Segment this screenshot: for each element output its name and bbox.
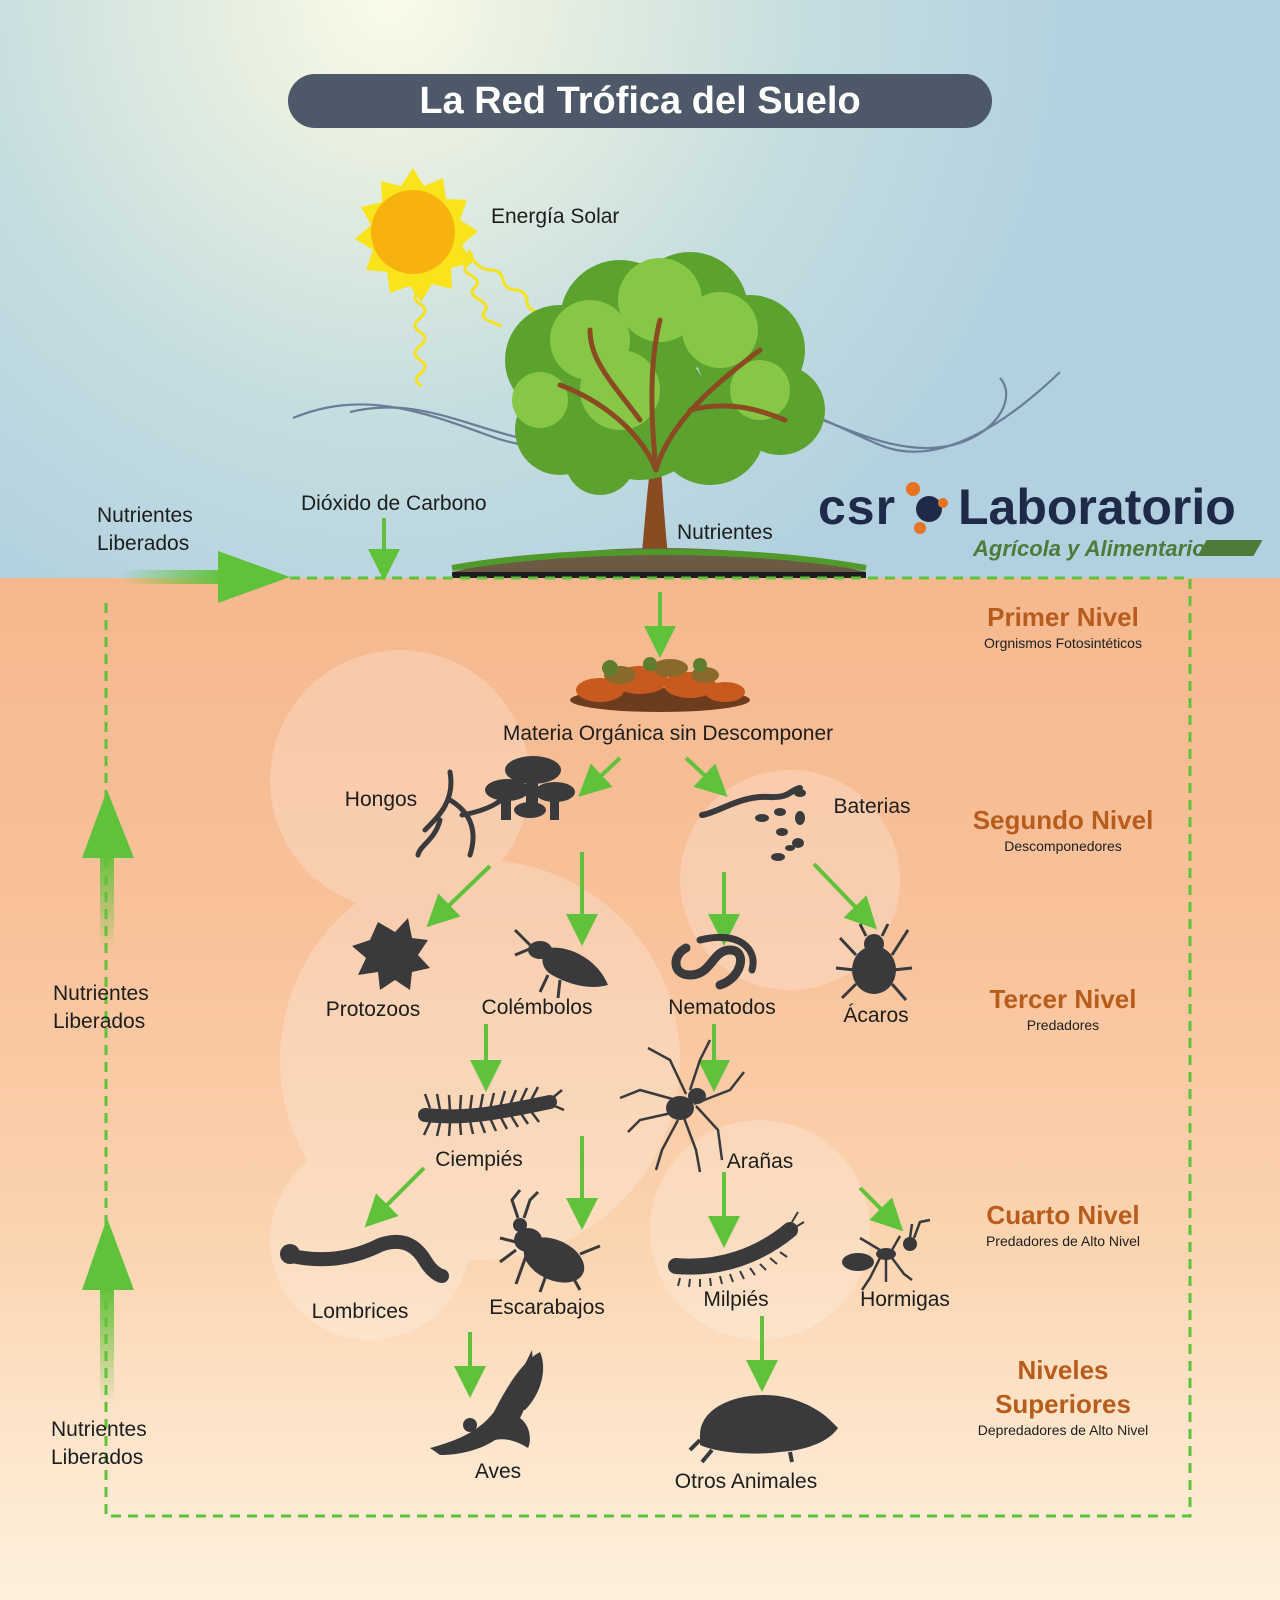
tree-icon [451, 252, 867, 578]
solar-energy-label: Energía Solar [491, 205, 620, 228]
nematode-icon [671, 933, 757, 990]
logo-dot [938, 498, 948, 508]
page-title: La Red Trófica del Suelo [288, 74, 992, 128]
released-nutrients-top: Nutrientes Liberados [97, 502, 193, 558]
spider-icon [619, 1039, 745, 1173]
level-5: Niveles Superiores Depredadores de Alto … [978, 1353, 1148, 1439]
protozoa-label: Protozoos [325, 998, 421, 1021]
bird-icon [430, 1350, 544, 1455]
logo-dot [906, 482, 920, 496]
carbon-dioxide-label: Dióxido de Carbono [301, 492, 487, 515]
beetles-label: Escarabajos [489, 1296, 605, 1319]
level-title: Primer Nivel [987, 602, 1139, 632]
background-circles [270, 650, 900, 1340]
released-nutrients-line2: Liberados [97, 532, 190, 555]
logo-bar [1197, 540, 1263, 556]
centipedes-label: Ciempiés [435, 1148, 523, 1171]
level-3: Tercer Nivel Predadores [990, 982, 1137, 1034]
fungi-icon [415, 756, 575, 858]
logo-tagline: Agrícola y Alimentario [973, 536, 1206, 561]
spiders-label: Arañas [726, 1150, 794, 1173]
released-nutrients-bottom: Nutrientes Liberados [51, 1416, 147, 1472]
level-title-line1: Niveles [1017, 1355, 1109, 1385]
flow-arrows [364, 518, 904, 1398]
level-1: Primer Nivel Orgnismos Fotosintéticos [984, 600, 1142, 652]
level-subtitle: Descomponedores [1004, 838, 1122, 854]
ants-label: Hormigas [860, 1288, 950, 1311]
released-nutrients-middle: Nutrientes Liberados [53, 980, 149, 1036]
released-nutrients-line2: Liberados [51, 1446, 144, 1469]
released-nutrients-arrows [82, 551, 290, 1405]
logo-brand-name: Laboratorio [958, 479, 1236, 535]
logo-dot [916, 496, 942, 522]
fungi-label: Hongos [344, 788, 418, 811]
sun-icon [355, 168, 478, 302]
sun-ray-1 [463, 248, 503, 328]
level-subtitle: Predadores [1026, 1017, 1100, 1033]
beetle-icon [499, 1189, 601, 1293]
logo-dot [914, 522, 926, 534]
level-2: Segundo Nivel Descomponedores [973, 803, 1154, 855]
bacteria-icon [699, 785, 806, 861]
birds-label: Aves [474, 1460, 522, 1483]
released-nutrients-line2: Liberados [53, 1010, 146, 1033]
other-animals-label: Otros Animales [674, 1470, 818, 1493]
released-nutrients-line1: Nutrientes [51, 1418, 147, 1441]
level-title: Cuarto Nivel [986, 1200, 1140, 1230]
mites-label: Ácaros [843, 1004, 909, 1027]
level-subtitle: Depredadores de Alto Nivel [977, 1422, 1149, 1438]
nutrients-label: Nutrientes [677, 521, 773, 544]
level-title: Segundo Nivel [972, 805, 1154, 835]
released-nutrients-line1: Nutrientes [53, 982, 149, 1005]
millipede-icon [668, 1211, 805, 1288]
organic-matter-label: Materia Orgánica sin Descomponer [502, 722, 834, 745]
level-4: Cuarto Nivel Predadores de Alto Nivel [986, 1198, 1140, 1250]
ant-icon [842, 1218, 931, 1291]
level-title-line2: Superiores [995, 1389, 1131, 1419]
nematodes-label: Nematodos [668, 996, 776, 1019]
protozoa-icon [352, 918, 430, 990]
nutrient-cycle-path [104, 576, 1192, 1518]
level-title: Tercer Nivel [989, 984, 1137, 1014]
mole-icon [688, 1395, 838, 1464]
organic-matter-icon [570, 657, 750, 712]
earthworms-label: Lombrices [311, 1300, 409, 1323]
logo-brand-prefix: csr [818, 479, 897, 535]
csr-laboratorio-logo: csr Laboratorio Agrícola y Alimentario [818, 478, 1263, 568]
released-nutrients-line1: Nutrientes [97, 504, 193, 527]
earthworm-icon [280, 1234, 449, 1283]
bacteria-label: Baterias [833, 795, 911, 818]
level-subtitle: Predadores de Alto Nivel [985, 1233, 1141, 1249]
level-subtitle: Orgnismos Fotosintéticos [984, 635, 1142, 651]
springtails-label: Colémbolos [481, 996, 593, 1019]
millipedes-label: Milpiés [703, 1288, 769, 1311]
mite-icon [835, 923, 913, 1001]
sun-ray-2 [413, 288, 427, 388]
centipede-icon [418, 1086, 565, 1137]
springtail-icon [513, 928, 608, 999]
